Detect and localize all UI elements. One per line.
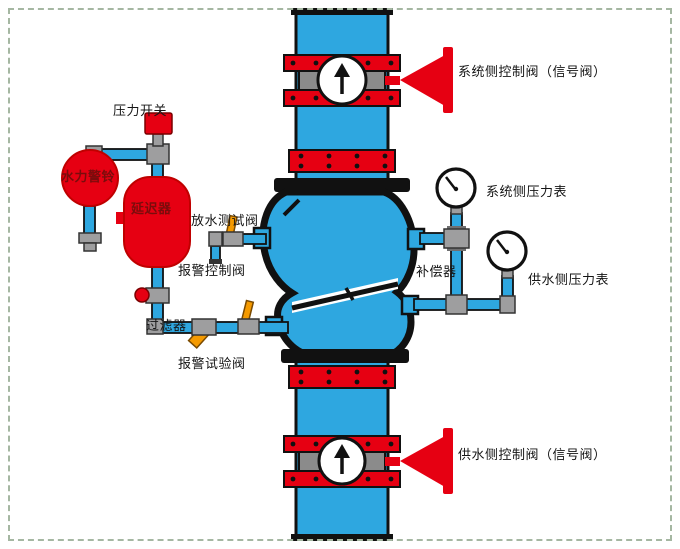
pressure-switch bbox=[144, 112, 173, 135]
system-side-pressure-gauge bbox=[435, 167, 477, 209]
label-system-side-pressure-gauge: 系统侧压力表 bbox=[486, 184, 568, 199]
system-valve-signal-handle bbox=[385, 47, 453, 113]
supply-valve-signal-handle bbox=[385, 428, 453, 494]
alarm-test-valve bbox=[237, 299, 260, 335]
drain-test-valve bbox=[222, 214, 244, 247]
flange-coupling-lower bbox=[288, 365, 396, 389]
alarm-control-valve bbox=[134, 287, 170, 304]
strainer-filter bbox=[187, 318, 217, 349]
clapper bbox=[291, 278, 399, 313]
flow-arrow-up-icon bbox=[317, 436, 367, 486]
flow-arrow-up-icon bbox=[316, 54, 368, 106]
label-alarm-control-valve: 报警控制阀 bbox=[178, 263, 246, 278]
label-drain-test-valve: 放水测试阀 bbox=[191, 213, 259, 228]
alarm-valve-body bbox=[252, 178, 426, 363]
label-alarm-test-valve: 报警试验阀 bbox=[178, 356, 246, 371]
hydraulic-alarm-bell bbox=[61, 149, 119, 207]
label-compensator: 补偿器 bbox=[416, 264, 457, 279]
flange-coupling-upper bbox=[288, 149, 396, 173]
system-side-butterfly-valve bbox=[283, 54, 401, 107]
label-system-side-control-valve: 系统侧控制阀（信号阀） bbox=[458, 64, 607, 79]
compensator-fitting bbox=[443, 226, 470, 251]
drain-outlet-cap bbox=[209, 259, 222, 264]
label-supply-side-control-valve: 供水侧控制阀（信号阀） bbox=[458, 447, 607, 462]
retarder-tank bbox=[116, 176, 191, 268]
label-retarder: 延迟器 bbox=[131, 201, 172, 216]
supply-side-pressure-gauge bbox=[486, 230, 528, 272]
supply-side-butterfly-valve bbox=[283, 435, 401, 488]
label-filter: 过滤器 bbox=[146, 318, 187, 333]
label-supply-side-pressure-gauge: 供水侧压力表 bbox=[528, 272, 610, 287]
label-pressure-switch: 压力开关 bbox=[113, 103, 168, 118]
label-hydraulic-alarm-bell: 水力警铃 bbox=[61, 169, 116, 184]
